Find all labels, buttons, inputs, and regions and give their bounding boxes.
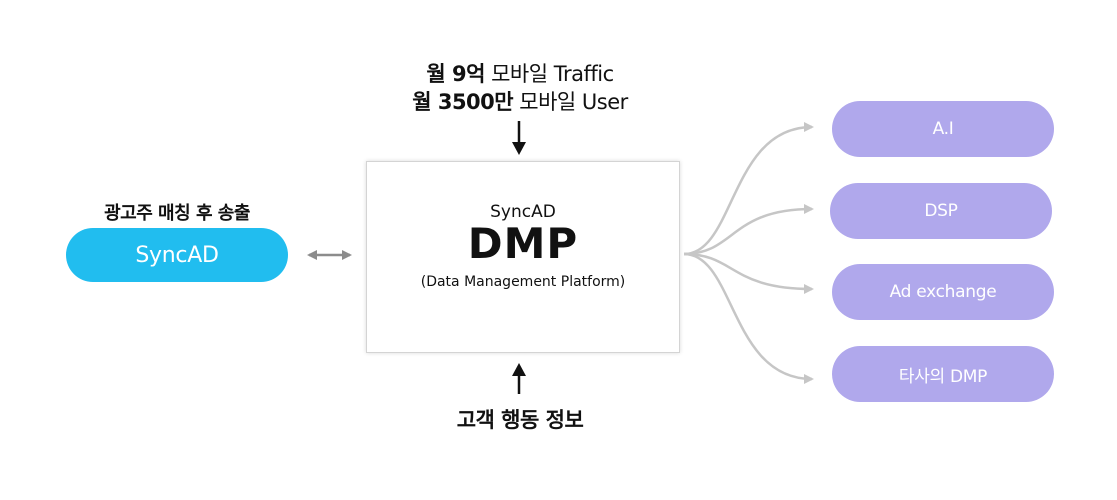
up-arrow: [512, 363, 526, 394]
output-pill-ad-exchange: Ad exchange: [832, 264, 1054, 320]
dmp-box: [366, 161, 680, 353]
dmp-full-name: (Data Management Platform): [420, 274, 626, 290]
connector-ad-exchange: [683, 252, 814, 294]
output-pill-other-dmp: 타사의 DMP: [832, 346, 1054, 402]
output-label: 타사의 DMP: [898, 366, 988, 387]
traffic-line: 월 9억 모바일 Traffic: [330, 60, 710, 88]
connector-dsp: [683, 204, 814, 256]
traffic-bold: 월 9억: [426, 62, 485, 86]
advertiser-caption: 광고주 매칭 후 송출: [104, 203, 250, 224]
behavior-caption: 고객 행동 정보: [456, 408, 584, 432]
output-pill-dsp: DSP: [830, 183, 1052, 239]
dmp-subtitle: SyncAD: [490, 202, 556, 222]
connector-other-dmp: [683, 252, 814, 384]
output-label: DSP: [924, 201, 958, 221]
output-label: Ad exchange: [889, 282, 997, 302]
dmp-title: DMP: [467, 219, 579, 268]
user-normal: 모바일 User: [513, 90, 628, 114]
syncad-pill-label: SyncAD: [135, 242, 219, 268]
user-bold: 월 3500만: [412, 90, 514, 114]
traffic-normal: 모바일 Traffic: [484, 62, 614, 86]
down-arrow: [512, 121, 526, 155]
user-line: 월 3500만 모바일 User: [330, 88, 710, 116]
connector-ai: [683, 122, 814, 256]
traffic-caption: 월 9억 모바일 Traffic 월 3500만 모바일 User: [330, 60, 710, 116]
output-pill-ai: A.I: [832, 101, 1054, 157]
syncad-pill: SyncAD: [66, 228, 288, 282]
output-label: A.I: [932, 119, 954, 139]
